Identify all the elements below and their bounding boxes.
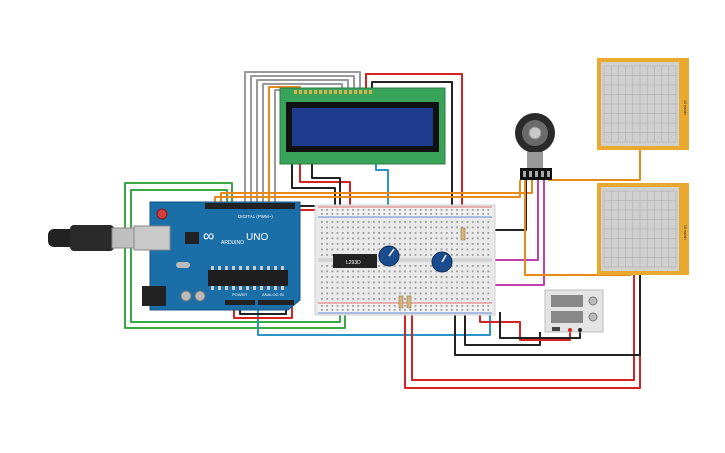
potentiometer-1[interactable]	[378, 245, 400, 267]
power-header[interactable]	[225, 300, 255, 305]
lcd-pin[interactable]	[359, 90, 362, 94]
wire-gray-3[interactable]	[256, 79, 349, 203]
reset-button[interactable]	[156, 208, 168, 220]
psu-display-2	[551, 311, 583, 323]
lcd-pin[interactable]	[344, 90, 347, 94]
lcd-pin[interactable]	[314, 90, 317, 94]
lcd-pin[interactable]	[324, 90, 327, 94]
psu-terminal-neg[interactable]	[578, 328, 582, 332]
analog-header[interactable]	[258, 300, 294, 305]
pot-1-wiper	[388, 248, 395, 257]
ic-label: L293D	[346, 260, 361, 266]
usb-cable-body	[70, 225, 114, 251]
resistor-2[interactable]	[398, 295, 404, 309]
l293d-ic[interactable]: L293D	[333, 254, 377, 268]
lcd-pin[interactable]	[304, 90, 307, 94]
wire-black-lcd[interactable]	[371, 81, 453, 215]
psu-knob-2[interactable]	[588, 312, 598, 322]
wire-black-lcd2[interactable]	[291, 162, 336, 212]
capacitor-2	[194, 290, 206, 302]
lcd-pin[interactable]	[369, 90, 372, 94]
scope-top-side-label: 10 ms/div	[683, 100, 687, 115]
wire-blue-main[interactable]	[257, 305, 491, 336]
lcd-pin[interactable]	[364, 90, 367, 94]
wire-black-psu[interactable]	[454, 275, 641, 356]
wire-red-5v[interactable]	[233, 209, 320, 319]
power-jack[interactable]	[142, 286, 166, 306]
lcd-pin[interactable]	[354, 90, 357, 94]
lcd-pins	[294, 90, 372, 94]
psu-display-1	[551, 295, 583, 307]
chip-pins	[211, 266, 284, 290]
crystal	[176, 262, 190, 268]
atmega-chip	[208, 270, 288, 286]
lcd-pin[interactable]	[299, 90, 302, 94]
arduino-uno[interactable]: DIGITAL (PWM~) ∞ ARDUINO UNO POWER ANALO…	[48, 201, 301, 311]
wire-gray-4[interactable]	[262, 83, 343, 203]
arduino-brand: ARDUINO	[221, 240, 244, 246]
psu-knob-1[interactable]	[588, 296, 598, 306]
digital-header-label: DIGITAL (PWM~)	[238, 214, 273, 219]
capacitor-1	[180, 290, 192, 302]
arduino-model: UNO	[246, 232, 268, 243]
pot-2-wiper	[441, 254, 447, 263]
wire-orange-scope[interactable]	[548, 148, 641, 181]
lcd-pin[interactable]	[319, 90, 322, 94]
lcd-pin[interactable]	[309, 90, 312, 94]
breadboard-rail-top	[318, 207, 492, 217]
wire-red-psu2[interactable]	[411, 268, 635, 381]
power-header-label: POWER	[232, 292, 247, 297]
arduino-logo-icon: ∞	[203, 228, 214, 245]
wire-orange-enc-2[interactable]	[220, 180, 533, 203]
wire-black-lcd3[interactable]	[311, 162, 341, 212]
oscilloscope-bottom[interactable]: 10 ms/div	[597, 183, 689, 275]
wire-red-lcd[interactable]	[365, 73, 463, 215]
psu-terminal-pos[interactable]	[568, 328, 572, 332]
wire-orange-enc-1[interactable]	[214, 180, 521, 203]
wire-black-psu3[interactable]	[499, 312, 581, 339]
usb-port[interactable]	[133, 225, 171, 251]
encoder-ribbon	[527, 152, 543, 168]
wire-green-loop-1[interactable]	[124, 182, 346, 329]
analog-header-label: ANALOG IN	[262, 292, 284, 297]
wire-gray-1[interactable]	[244, 71, 361, 203]
digital-header[interactable]	[205, 203, 295, 209]
small-ic	[185, 232, 199, 244]
resistor-1[interactable]	[460, 227, 466, 241]
breadboard-center-gap	[318, 258, 492, 262]
lcd-pin[interactable]	[329, 90, 332, 94]
lcd-pin[interactable]	[294, 90, 297, 94]
wire-black-enc[interactable]	[495, 180, 527, 231]
scope-bottom-side-label: 10 ms/div	[683, 225, 687, 240]
motor-shaft	[528, 126, 542, 140]
power-supply[interactable]	[544, 289, 604, 333]
dc-motor-encoder[interactable]	[515, 113, 555, 180]
lcd-pin[interactable]	[339, 90, 342, 94]
psu-switch[interactable]	[552, 327, 560, 331]
lcd-pin[interactable]	[334, 90, 337, 94]
resistor-3[interactable]	[406, 295, 412, 309]
breadboard-rail-bottom	[318, 303, 492, 313]
lcd-screen	[292, 108, 433, 146]
usb-connector	[111, 227, 135, 249]
ic-body	[333, 254, 377, 268]
wire-gray-2[interactable]	[250, 75, 355, 203]
potentiometer-2[interactable]	[431, 251, 453, 273]
lcd-16x2[interactable]	[279, 87, 446, 165]
lcd-pin[interactable]	[349, 90, 352, 94]
oscilloscope-top[interactable]: 10 ms/div	[597, 58, 689, 150]
